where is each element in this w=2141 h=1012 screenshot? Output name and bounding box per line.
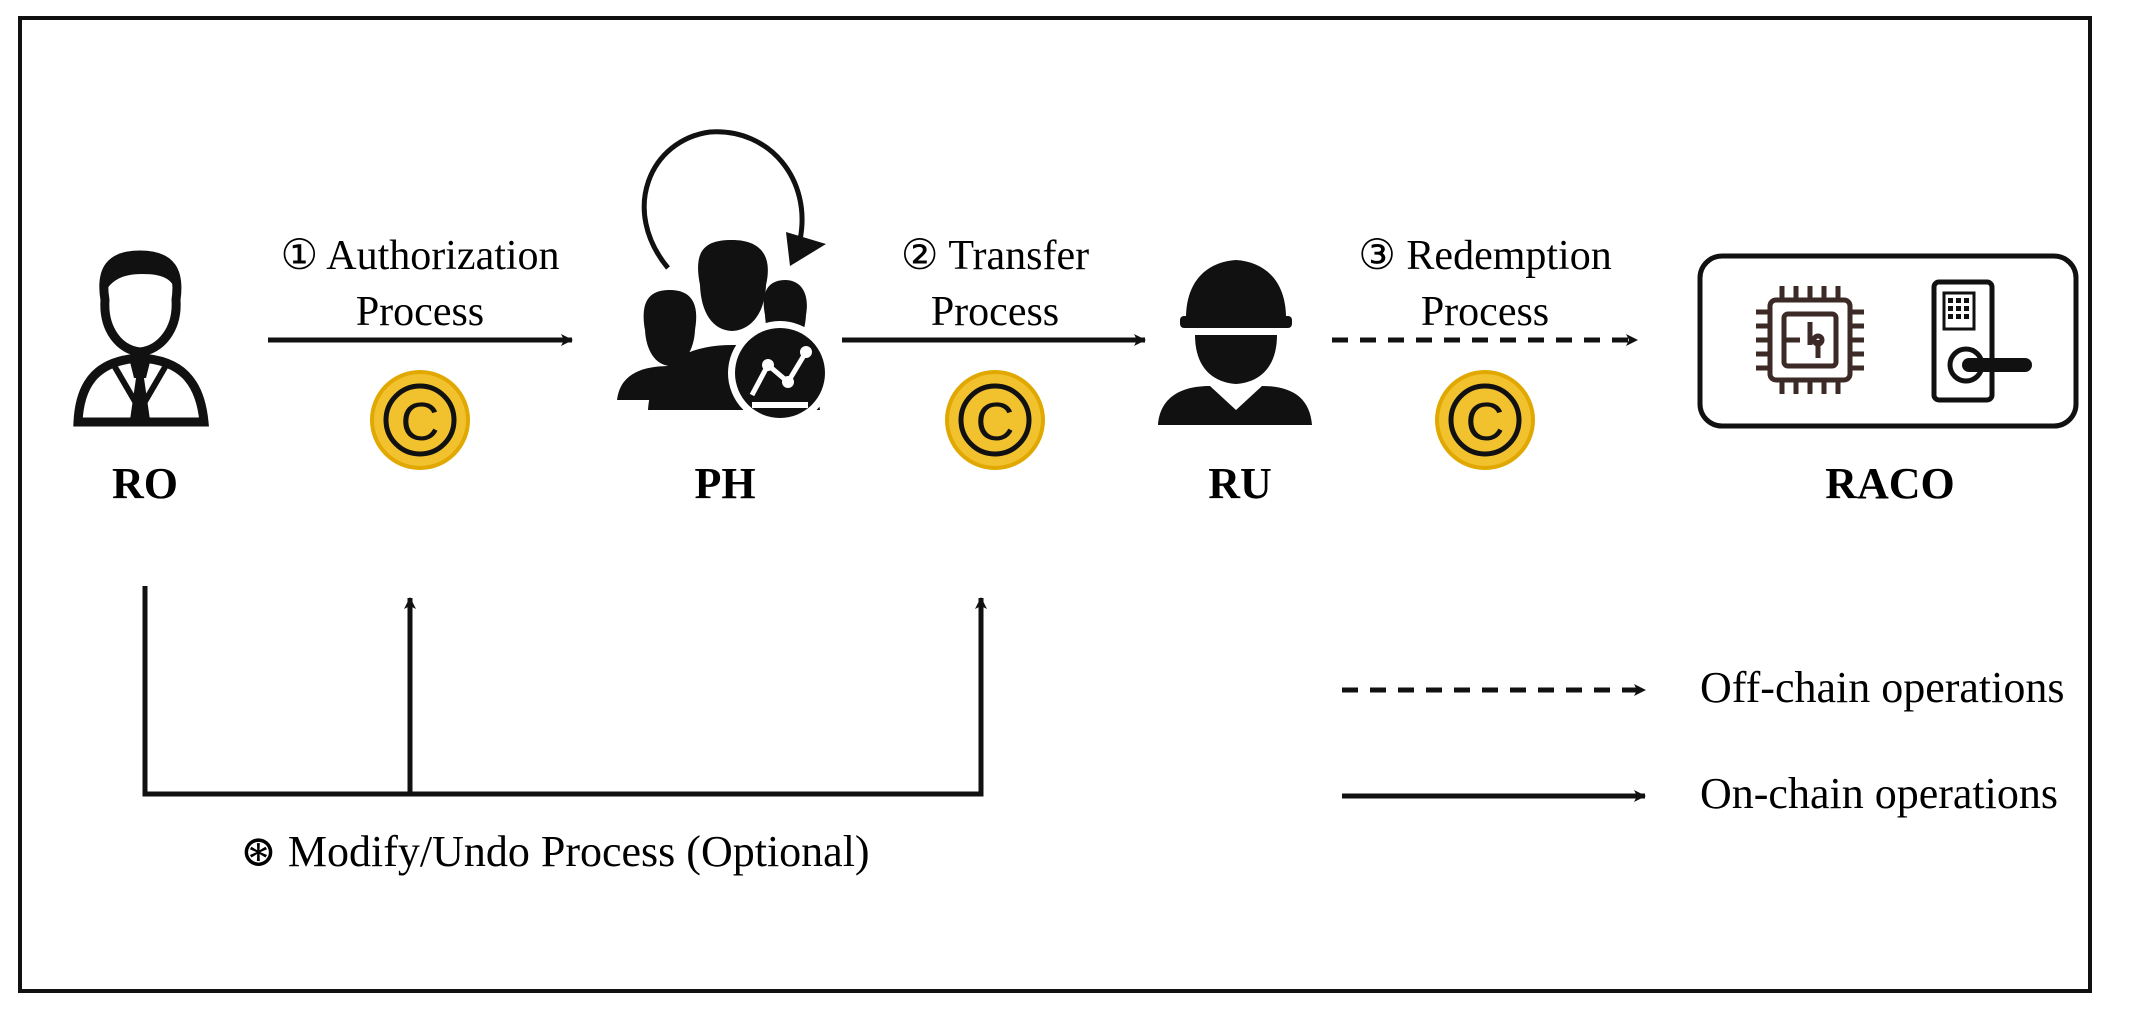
ph-self-loop-arrow bbox=[641, 129, 805, 270]
chip-icon bbox=[1756, 286, 1864, 394]
actor-label-ro: RO bbox=[112, 459, 178, 508]
actor-label-raco: RACO bbox=[1825, 459, 1955, 508]
transfer-number: ② bbox=[900, 233, 939, 279]
redemption-process-label: ③ Redemption Process bbox=[1320, 228, 1650, 340]
door-lock-icon bbox=[1931, 279, 2032, 403]
authorization-subtitle: Process bbox=[355, 289, 485, 335]
authorization-process-label: ① Authorization Process bbox=[245, 228, 595, 340]
diagram-border bbox=[18, 16, 2092, 993]
ph-group-icon bbox=[617, 240, 832, 425]
authorization-number: ① bbox=[280, 233, 319, 279]
actor-label-ru: RU bbox=[1208, 459, 1272, 508]
transfer-process-label: ② Transfer Process bbox=[845, 228, 1145, 340]
modify-undo-text: Modify/Undo Process (Optional) bbox=[287, 827, 870, 876]
modify-undo-symbol: ⊛ bbox=[240, 827, 277, 876]
ph-self-loop-arrowhead bbox=[786, 232, 826, 266]
authorization-title: Authorization bbox=[326, 233, 560, 279]
ru-worker-icon bbox=[1158, 260, 1312, 425]
ro-person-icon bbox=[73, 250, 209, 427]
modify-undo-connector bbox=[142, 586, 984, 797]
legend-on-chain-label: On-chain operations bbox=[1700, 769, 2058, 818]
redemption-title: Redemption bbox=[1406, 233, 1612, 279]
transfer-subtitle: Process bbox=[930, 289, 1060, 335]
legend-off-chain-label: Off-chain operations bbox=[1700, 663, 2065, 712]
actor-label-ph: PH bbox=[694, 459, 756, 508]
redemption-subtitle: Process bbox=[1420, 289, 1550, 335]
redemption-number: ③ bbox=[1358, 233, 1396, 279]
transfer-title: Transfer bbox=[948, 233, 1090, 279]
modify-undo-label: ⊛ Modify/Undo Process (Optional) bbox=[240, 830, 870, 874]
